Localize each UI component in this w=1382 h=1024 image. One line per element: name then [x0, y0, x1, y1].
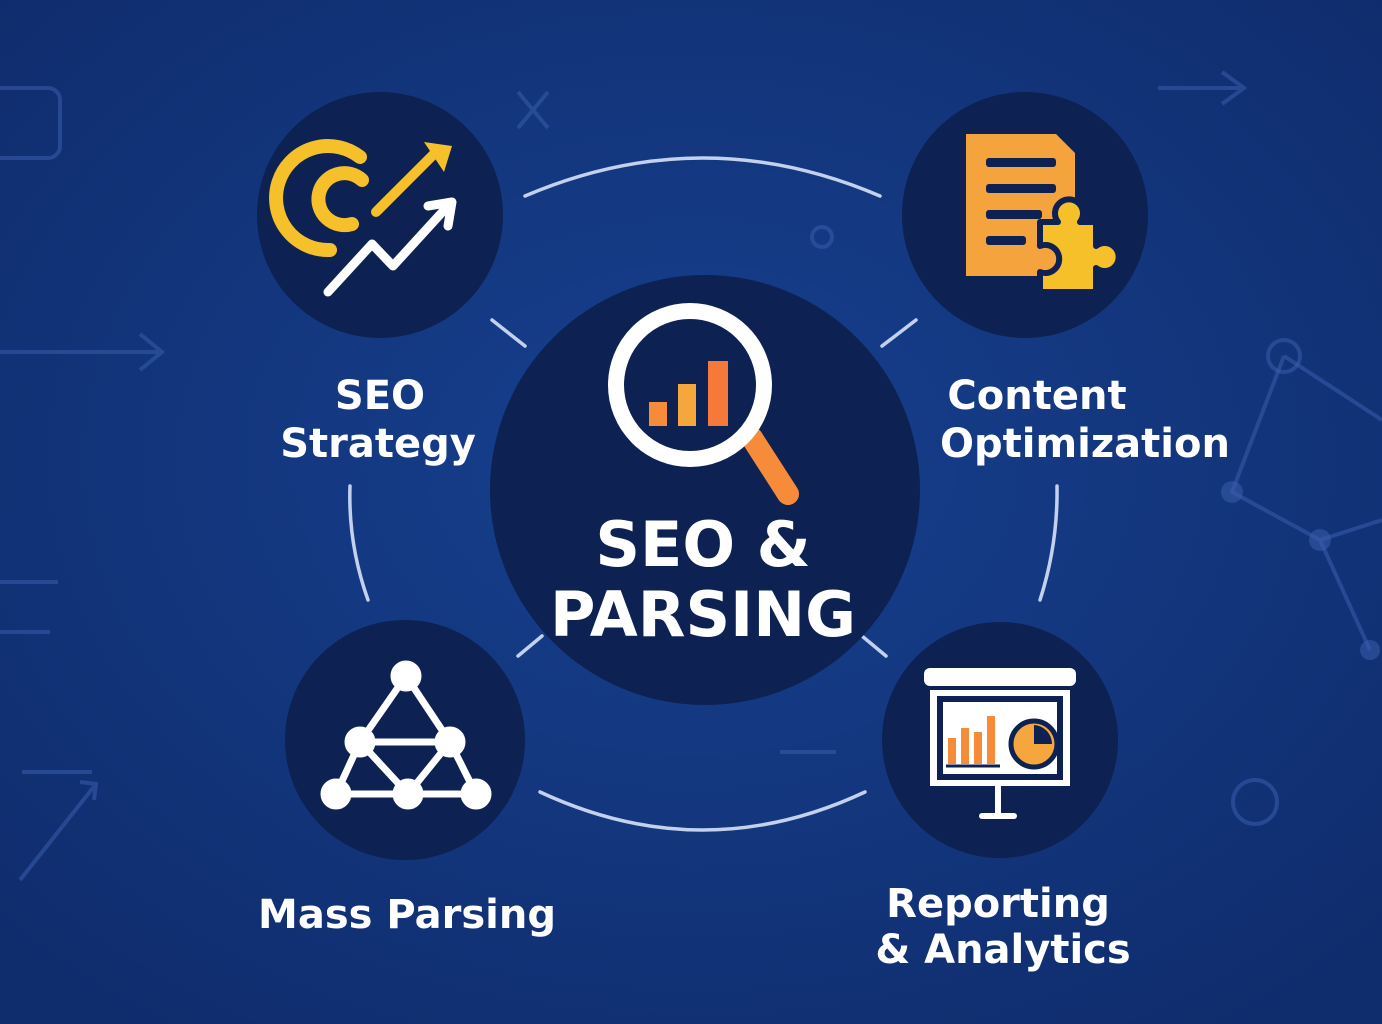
connectors [348, 156, 1059, 832]
node-reporting-analytics: Reporting & Analytics [875, 622, 1131, 973]
reporting-analytics-label-line2: & Analytics [875, 927, 1130, 973]
seo-strategy-label-line1: SEO [335, 373, 425, 419]
connector-top [523, 156, 882, 198]
connector-left [348, 484, 370, 602]
center-node: SEO & PARSING [490, 275, 920, 705]
center-circle [490, 275, 920, 705]
connector-center-bottom-right [860, 634, 888, 658]
node-seo-strategy: SEO Strategy [257, 92, 503, 467]
connector-center-top-left [490, 318, 527, 348]
center-title-line1: SEO & [595, 508, 810, 581]
reporting-analytics-label-line1: Reporting [886, 881, 1110, 927]
center-title-line2: PARSING [550, 578, 856, 651]
target-arrow-growth-icon [269, 139, 457, 297]
node-mass-parsing: Mass Parsing [258, 620, 556, 938]
content-optimization-label-line1: Content [947, 373, 1126, 419]
connector-bottom [538, 790, 867, 832]
background-decorations [0, 70, 1382, 882]
document-puzzle-icon [966, 134, 1122, 295]
connector-center-top-right [880, 318, 918, 348]
seo-strategy-label-line2: Strategy [280, 421, 476, 467]
magnifier-bar-chart-icon [608, 303, 799, 505]
connector-center-bottom-left [516, 634, 544, 658]
node-content-optimization: Content Optimization [902, 92, 1230, 467]
connector-right [1038, 484, 1059, 602]
presentation-chart-icon [924, 668, 1076, 819]
content-optimization-label-line2: Optimization [940, 421, 1230, 467]
network-graph-icon [320, 660, 492, 810]
network-decoration [1221, 338, 1382, 660]
mass-parsing-label: Mass Parsing [258, 892, 556, 938]
